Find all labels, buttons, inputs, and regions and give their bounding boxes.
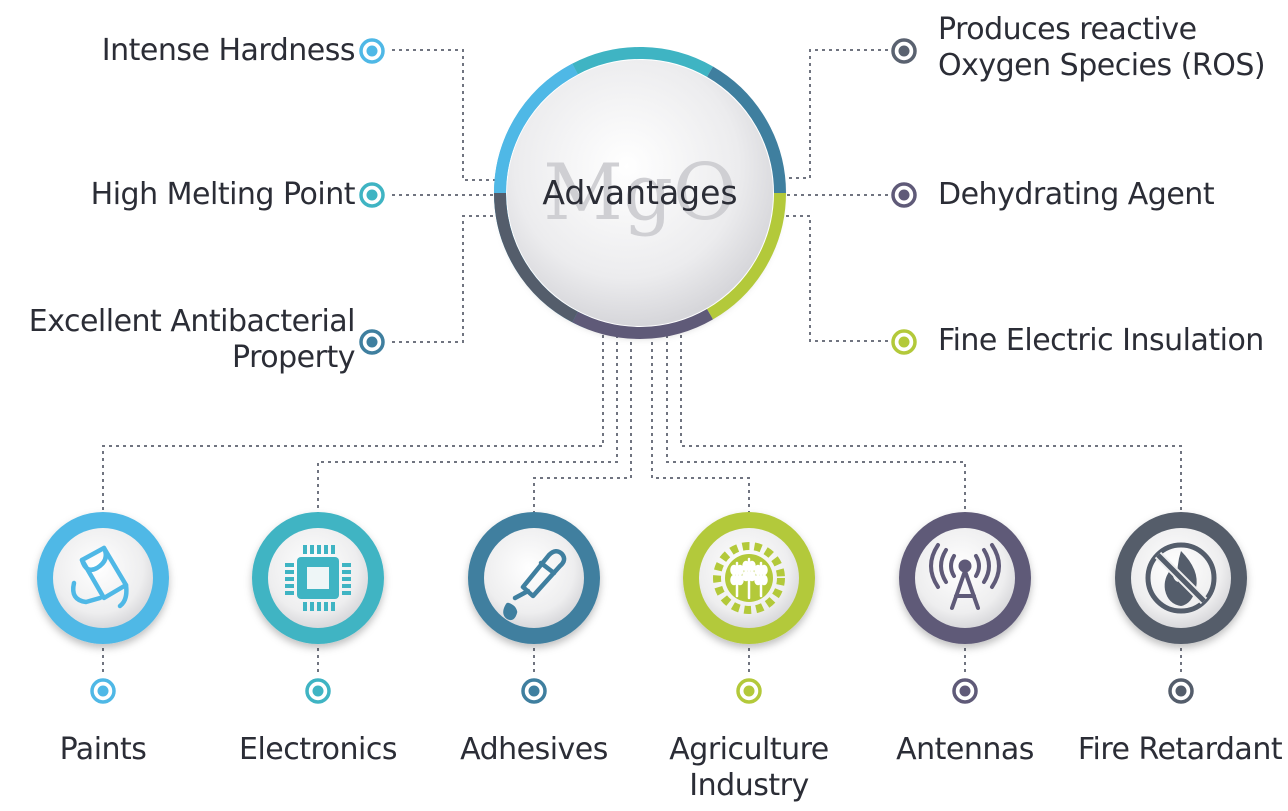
advantage-bullets (359, 38, 917, 355)
connector-lines (102, 49, 1182, 676)
bullet-dehydrating (891, 182, 917, 208)
center-title: Advantages (542, 173, 738, 212)
application-label: Adhesives (460, 732, 608, 767)
microchip-icon (285, 545, 351, 611)
application-antennas: Antennas (860, 732, 1070, 768)
app-circle-antennas (899, 512, 1031, 644)
advantage-label-line-2: Property (232, 340, 355, 375)
application-label-line-1: Agriculture (669, 732, 829, 767)
ring-segment-purple (572, 308, 713, 339)
application-fire-retardant: Fire Retardant (1074, 732, 1286, 768)
bullet-intense-hardness (359, 38, 385, 64)
center-disc (493, 47, 786, 339)
application-label: Electronics (238, 732, 398, 767)
bullet-antibacterial (359, 329, 385, 355)
advantage-label: High Melting Point (90, 177, 356, 212)
application-label: Antennas (896, 732, 1034, 767)
antenna-tower-icon (929, 543, 1001, 610)
application-label: Paints (59, 732, 147, 767)
advantage-antibacterial: Excellent Antibacterial Property (28, 304, 356, 376)
ring-segment-steel (706, 66, 786, 194)
application-paints: Paints (0, 732, 208, 768)
advantage-label-line-2: Oxygen Species (ROS) (938, 48, 1266, 83)
application-bullets (90, 678, 1194, 704)
application-label-line-2: Industry (689, 768, 809, 803)
ring-segment-slate (494, 192, 578, 323)
advantage-dehydrating-agent: Dehydrating Agent (938, 177, 1215, 213)
app-circle-agriculture (683, 512, 815, 644)
advantage-label: Fine Electric Insulation (938, 323, 1264, 358)
advantage-label-line-1: Excellent Antibacterial (28, 304, 356, 339)
application-adhesives: Adhesives (429, 732, 639, 768)
application-agriculture: Agriculture Industry (644, 732, 854, 804)
ring-segment-teal (572, 47, 713, 77)
advantage-ros: Produces reactive Oxygen Species (ROS) (938, 12, 1266, 84)
advantage-label: Intense Hardness (101, 33, 356, 68)
application-label: Fire Retardant (1077, 732, 1283, 767)
center-watermark: MgO (543, 148, 737, 238)
advantage-high-melting-point: High Melting Point (90, 177, 356, 213)
app-circle-electronics (252, 512, 384, 644)
bullet-high-melting-point (359, 182, 385, 208)
advantage-label-line-1: Produces reactive (938, 12, 1197, 47)
bullet-electric-insulation (891, 329, 917, 355)
application-electronics: Electronics (213, 732, 423, 768)
app-circle-fire-retardant (1115, 512, 1247, 644)
advantage-intense-hardness: Intense Hardness (101, 33, 356, 69)
bullet-ros (891, 38, 917, 64)
advantage-electric-insulation: Fine Electric Insulation (938, 323, 1264, 359)
no-fire-icon (1145, 542, 1217, 614)
app-circle-adhesives (468, 512, 600, 644)
wheat-gear-icon (713, 542, 785, 614)
glue-tube-icon (503, 549, 567, 621)
app-circle-paints (37, 512, 169, 644)
paint-bucket-icon (71, 545, 129, 609)
advantage-label: Dehydrating Agent (938, 177, 1215, 212)
ring-segment-lime (706, 192, 786, 320)
